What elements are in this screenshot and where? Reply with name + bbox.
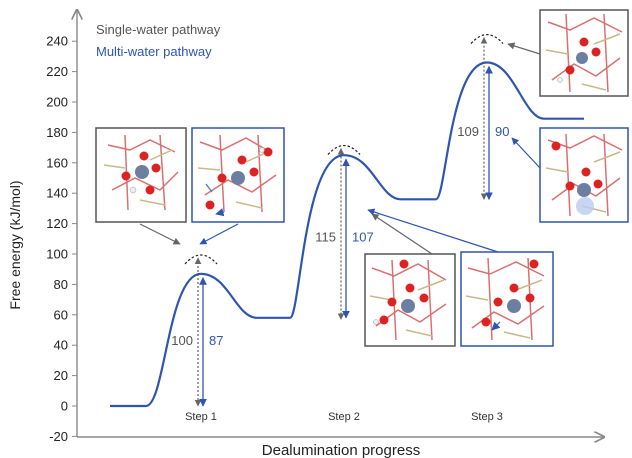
multi-water-barrier-label: 90 (495, 124, 509, 139)
single-water-barrier-label: 115 (315, 230, 336, 245)
multi-water-barrier-label: 107 (352, 230, 374, 245)
x-axis-label: Dealumination progress (262, 442, 420, 458)
single-water-ts-cap (470, 34, 504, 44)
inset-step2-single (364, 253, 456, 347)
legend: Single-water pathway Multi-water pathway (96, 22, 221, 59)
y-tick-label: 160 (46, 155, 68, 170)
y-tick-label: 80 (54, 277, 68, 292)
axes: -20 0 20 40 60 80 100 120 140 160 180 200 220 240 (46, 10, 604, 444)
y-axis-label: Free energy (kJ/mol) (7, 180, 23, 309)
single-water-ts-cap (184, 254, 218, 265)
y-tick-label: 200 (46, 95, 68, 110)
y-tick-label: 180 (46, 125, 68, 140)
single-water-barrier-label: 100 (171, 333, 193, 348)
inset-pointer-arrows (139, 42, 541, 255)
legend-multi-water: Multi-water pathway (96, 44, 212, 59)
inset-step3-multi (539, 127, 629, 223)
y-tick-label: 240 (46, 34, 68, 49)
step-label-2: Step 2 (328, 411, 360, 423)
inset-step1-single (95, 127, 187, 223)
step-label-1: Step 1 (185, 411, 217, 423)
inset-step2-multi (460, 251, 554, 347)
y-tick-label: 220 (46, 64, 68, 79)
single-water-barrier-label: 109 (457, 124, 479, 139)
inset-step1-multi (191, 127, 285, 223)
single-water-ts-cap (327, 144, 361, 155)
multi-water-barrier-label: 87 (209, 333, 223, 348)
molecular-insets (95, 9, 629, 347)
y-tick-label: 40 (54, 338, 68, 353)
y-tick-label: 0 (61, 399, 68, 414)
series-multi-water-line (110, 61, 584, 408)
y-tick-label: 140 (46, 186, 68, 201)
legend-single-water: Single-water pathway (96, 22, 221, 37)
y-tick-label: 60 (54, 307, 68, 322)
inset-step3-single (539, 9, 629, 97)
y-tick-label: 100 (46, 247, 68, 262)
y-tick-label: -20 (49, 429, 68, 444)
y-tick-label: 20 (54, 368, 68, 383)
step-label-3: Step 3 (471, 411, 503, 423)
y-tick-label: 120 (46, 216, 68, 231)
